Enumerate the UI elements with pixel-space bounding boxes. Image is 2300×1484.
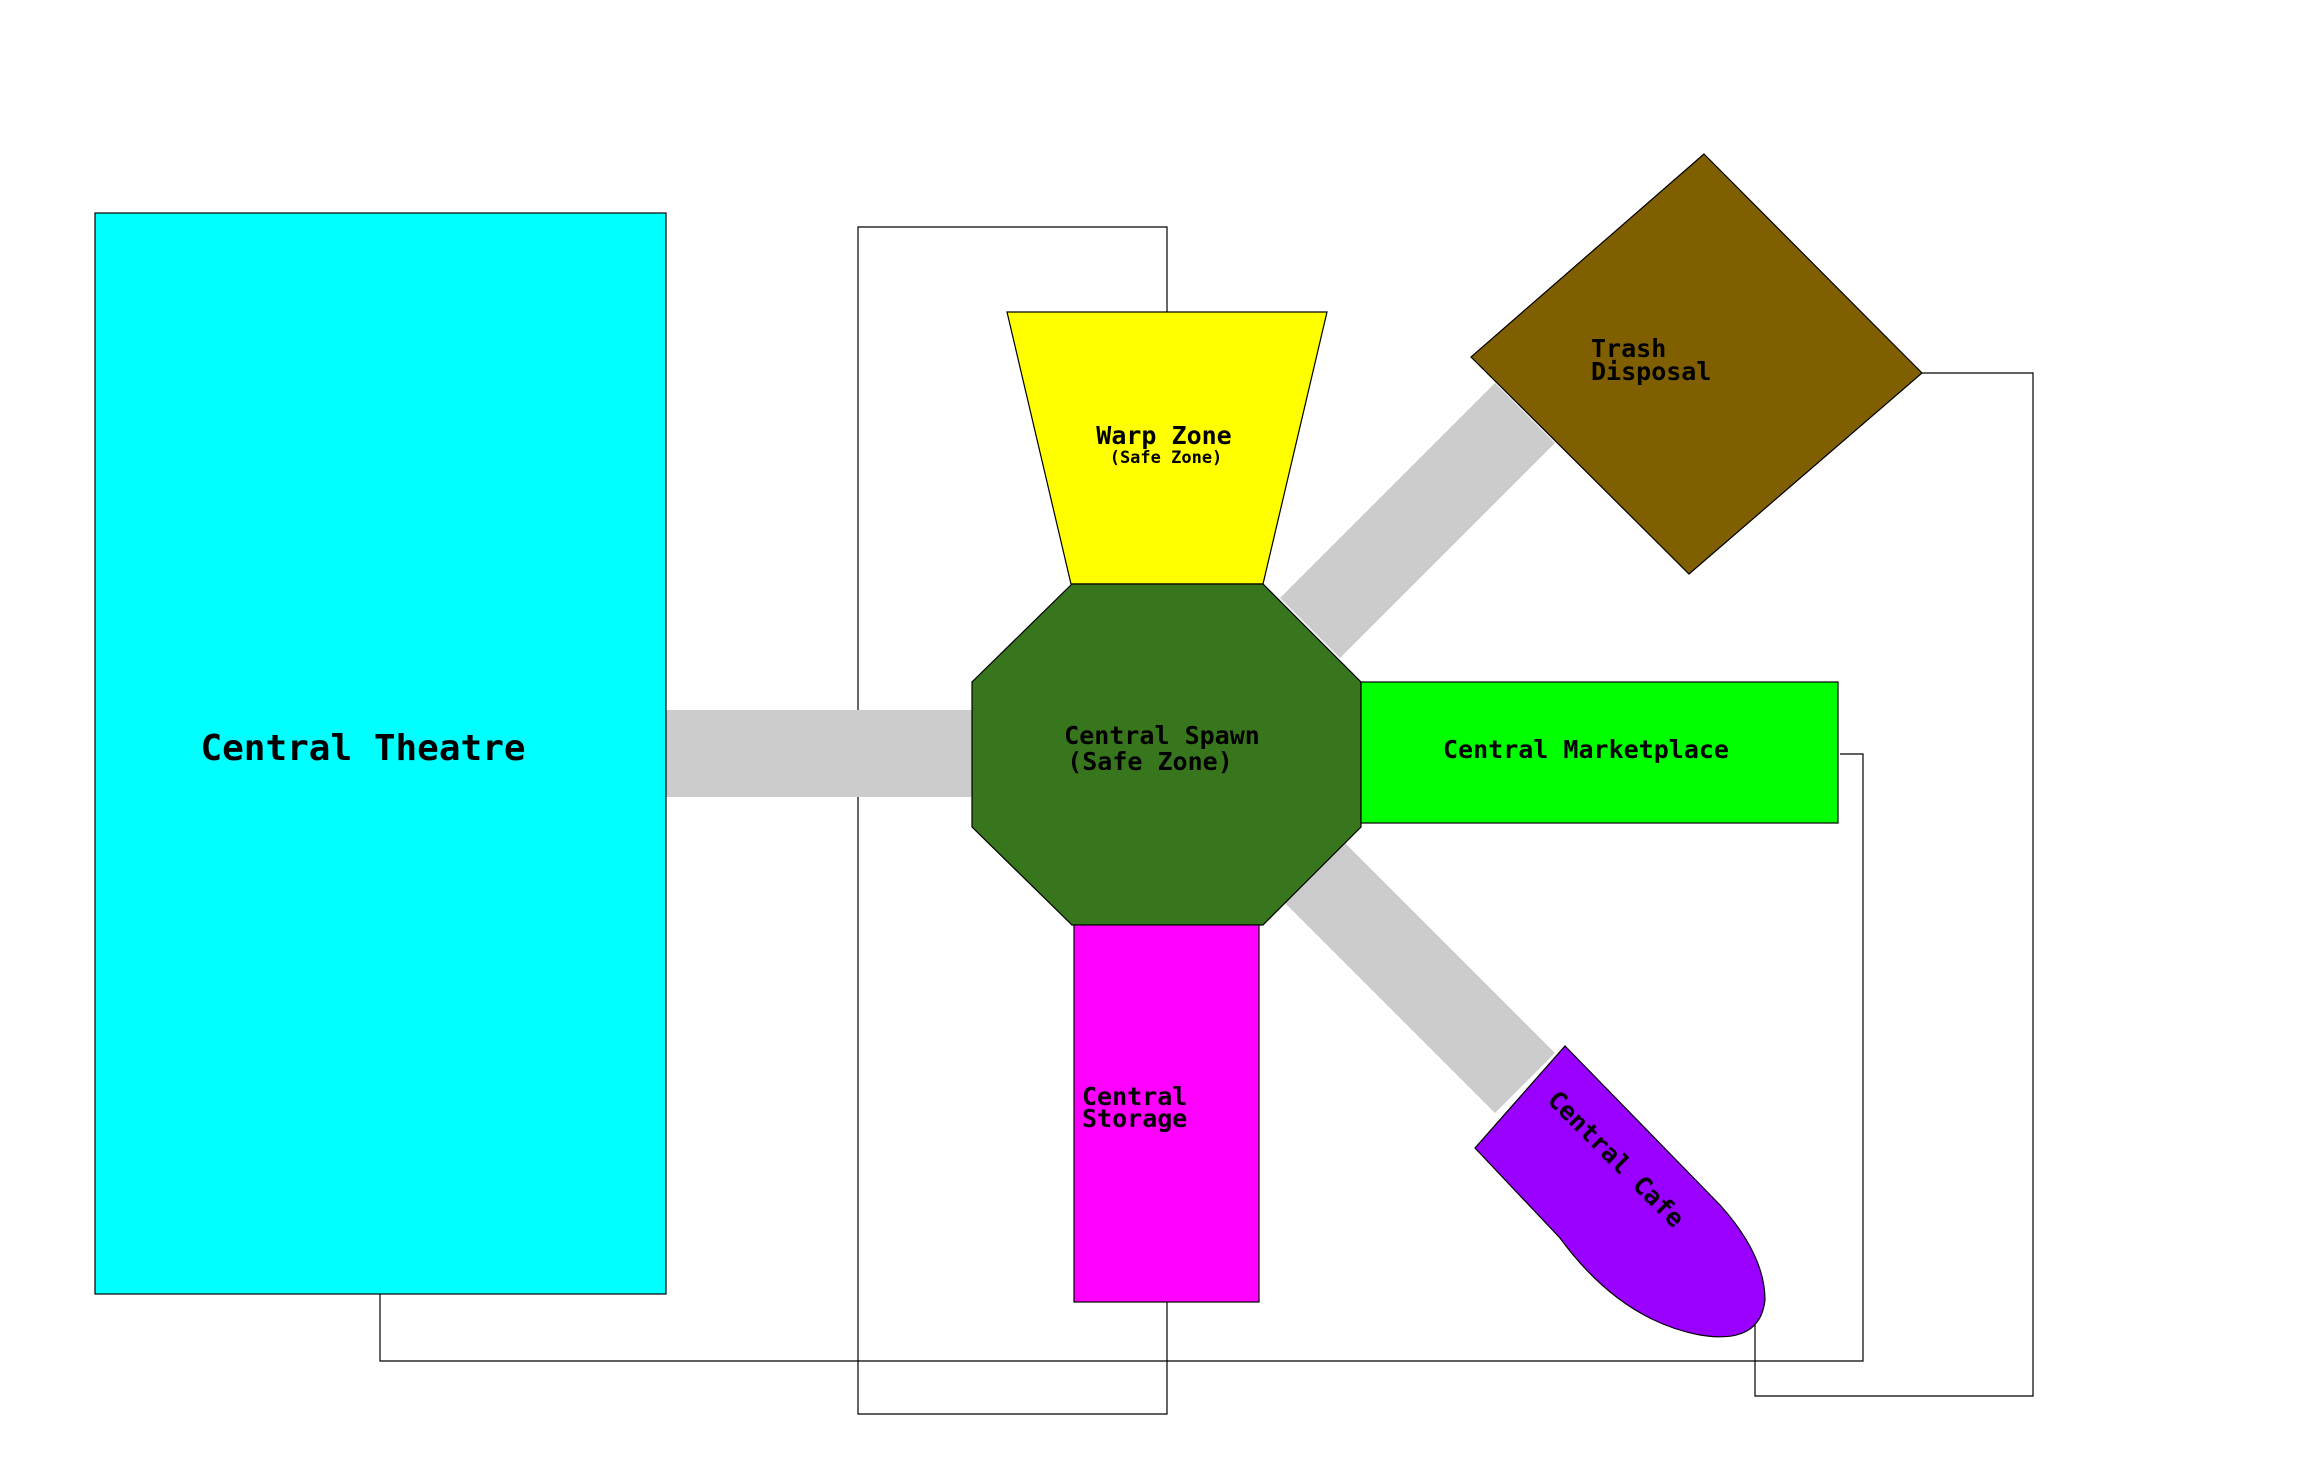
theatre-label: Central Theatre <box>200 728 525 769</box>
room-central-theatre: Central Theatre <box>94 212 667 1295</box>
corridor-spawn-trash <box>1280 383 1555 658</box>
trash-label-line1: Trash <box>1591 334 1666 363</box>
room-central-cafe: Central Cafe <box>1474 1045 1766 1338</box>
spawn-label-line1: Central Spawn <box>1064 721 1260 750</box>
room-central-storage: Central Storage <box>1073 924 1260 1303</box>
room-central-spawn: Central Spawn (Safe Zone) <box>971 583 1362 926</box>
spawn-shape <box>971 583 1362 926</box>
storage-label-line2: Storage <box>1082 1104 1187 1133</box>
corridor-theatre-spawn <box>666 710 972 797</box>
warp-label: Warp Zone <box>1096 421 1231 450</box>
warp-sublabel: (Safe Zone) <box>1110 448 1223 468</box>
trash-shape <box>1470 153 1923 575</box>
storage-shape <box>1073 924 1260 1303</box>
wire-warp-loop <box>857 226 1168 1415</box>
connector-lines <box>379 226 2034 1415</box>
trash-label-line2: Disposal <box>1591 357 1711 386</box>
marketplace-shape <box>1360 681 1839 824</box>
room-central-marketplace: Central Marketplace <box>1360 681 1839 824</box>
corridor-spawn-cafe <box>1280 838 1555 1113</box>
marketplace-label: Central Marketplace <box>1443 735 1729 764</box>
corridors <box>666 383 1555 1113</box>
room-warp-zone: Warp Zone (Safe Zone) <box>1006 311 1328 585</box>
spawn-label-line2: (Safe Zone) <box>1067 747 1233 776</box>
storage-label-line1: Central <box>1082 1082 1187 1111</box>
room-trash-disposal: Trash Disposal <box>1470 153 1923 575</box>
cafe-shape <box>1474 1045 1766 1338</box>
theatre-shape <box>94 212 667 1295</box>
wire-theatre-marketplace <box>379 753 1864 1362</box>
wire-trash-cafe <box>1754 372 2034 1397</box>
